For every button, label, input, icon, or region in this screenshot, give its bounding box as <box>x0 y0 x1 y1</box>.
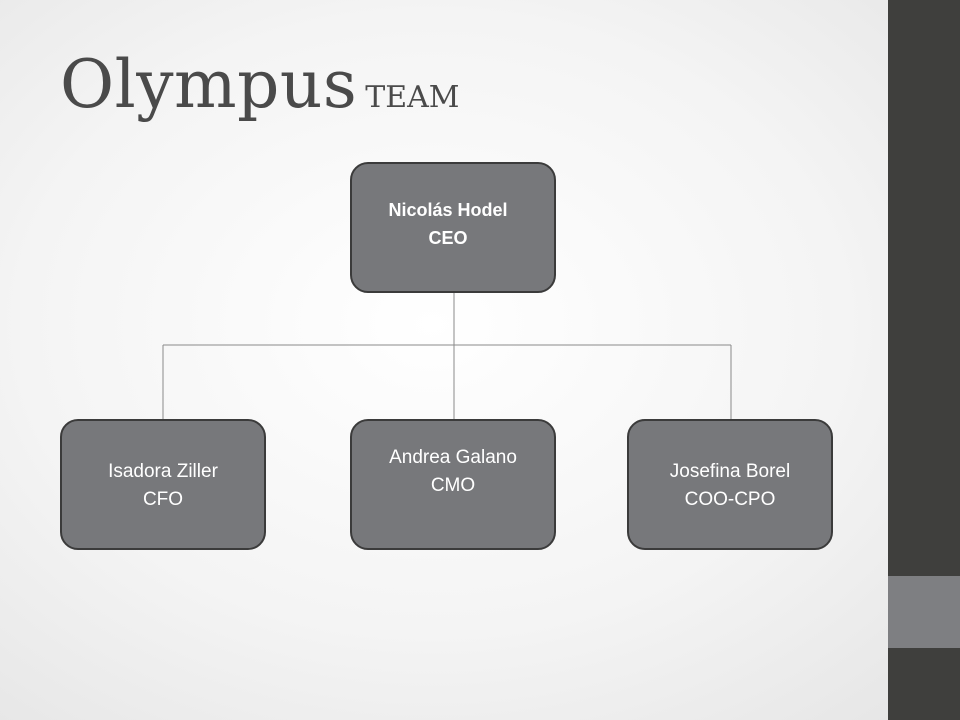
slide-title-sub: TEAM <box>365 80 460 115</box>
org-node-cfo: Isadora Ziller CFO <box>60 419 266 550</box>
org-node-role: CMO <box>430 475 476 496</box>
org-chart-connectors <box>162 293 732 420</box>
org-node-role: CFO <box>142 489 184 510</box>
org-node-coo-cpo: Josefina Borel COO-CPO <box>627 419 833 550</box>
org-node-name: Nicolás Hodel <box>388 200 508 220</box>
org-node-name: Andrea Galano <box>389 447 517 468</box>
org-node-cmo: Andrea Galano CMO <box>350 419 556 550</box>
org-node-name: Josefina Borel <box>669 461 791 482</box>
slide-title-main: Olympus <box>60 46 358 123</box>
sidebar-accent-block <box>888 576 960 648</box>
org-node-role: COO-CPO <box>684 489 776 510</box>
org-node-ceo: Nicolás Hodel CEO <box>350 162 556 293</box>
org-node-name: Isadora Ziller <box>108 461 218 482</box>
org-node-role: CEO <box>428 228 468 248</box>
